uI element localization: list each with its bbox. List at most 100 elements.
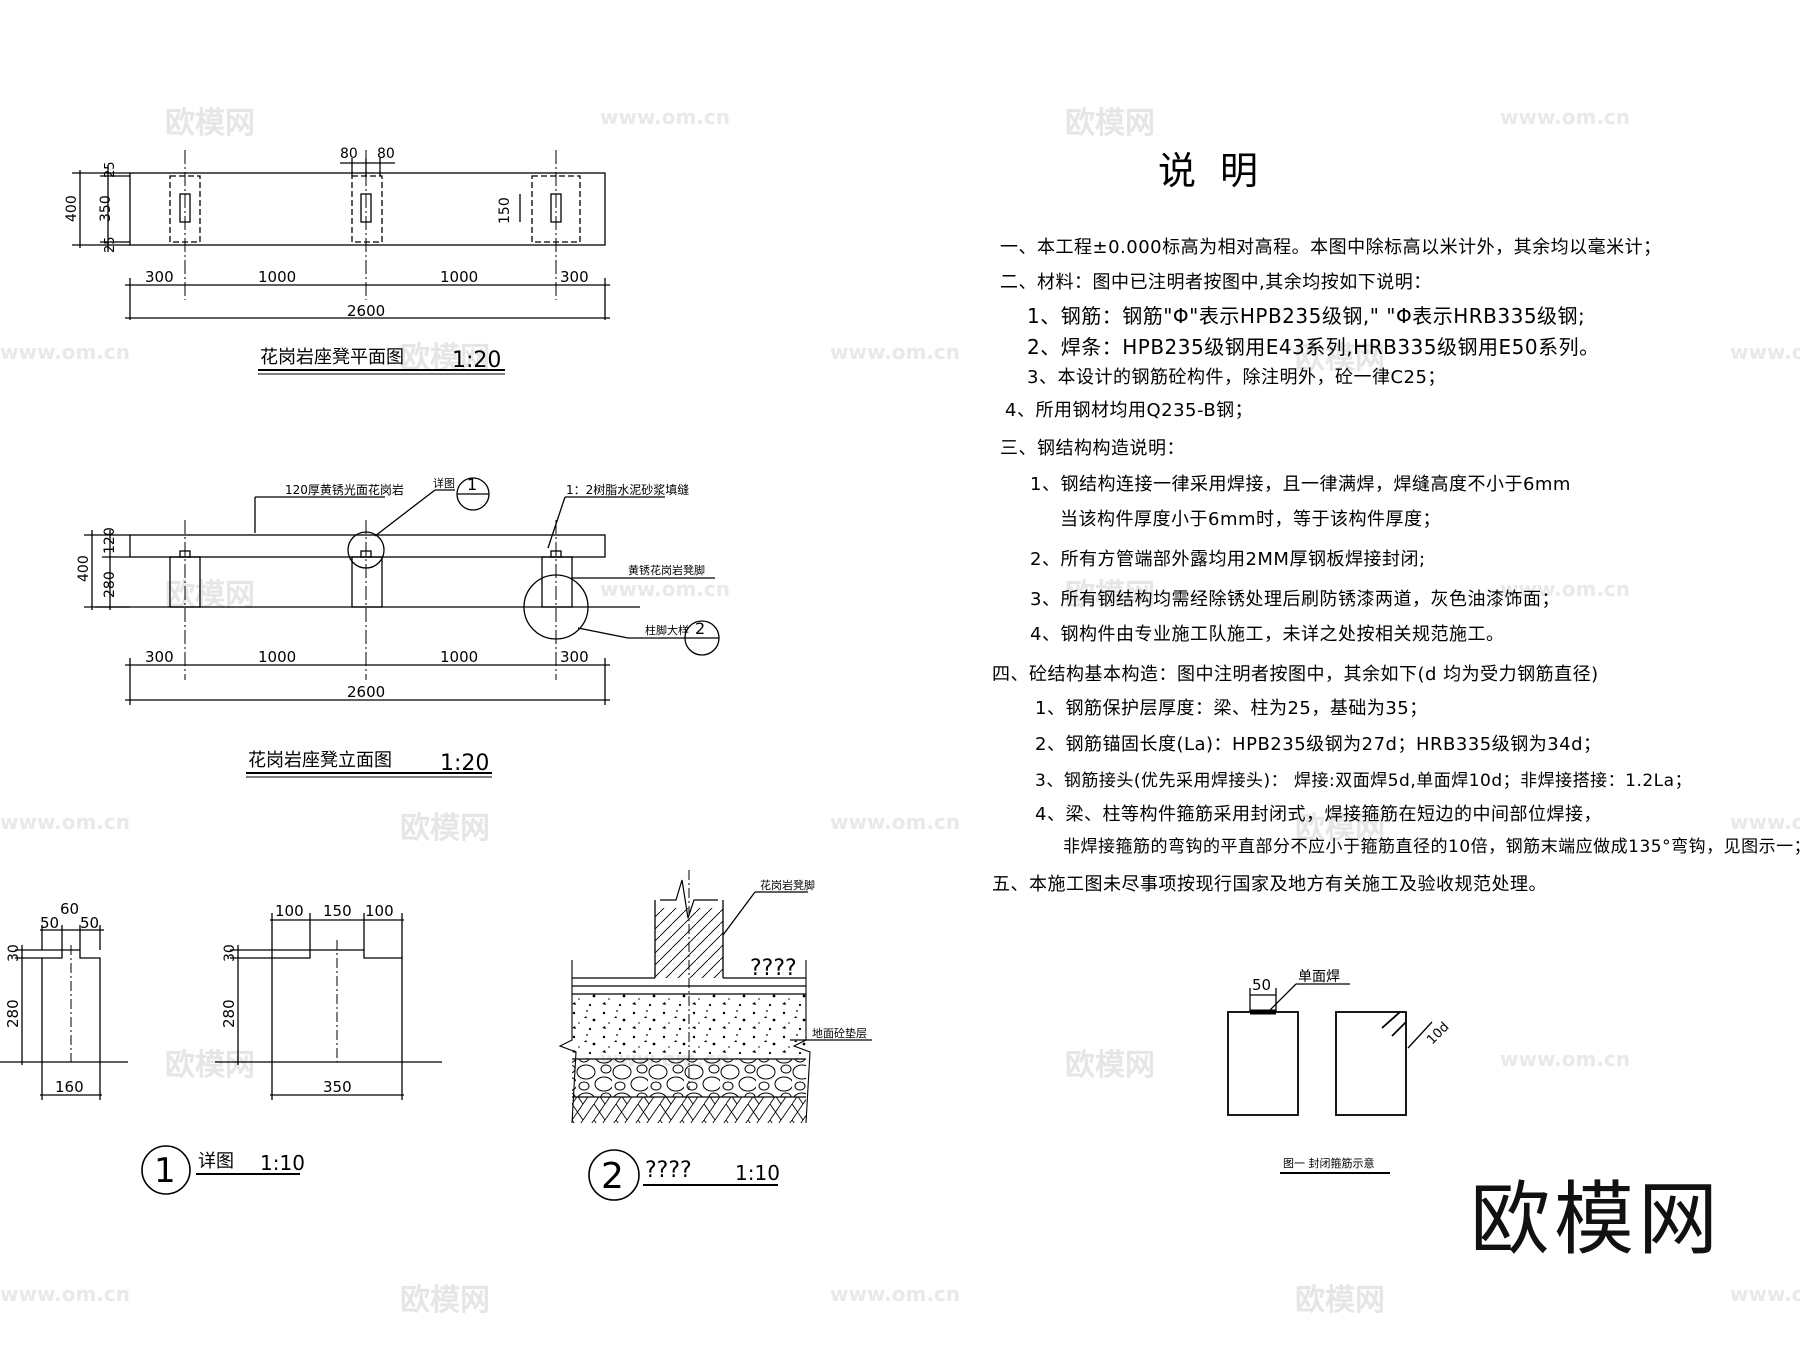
label-mortar: 1：2树脂水泥砂浆填缝 bbox=[566, 482, 689, 497]
elevation-view-title: 花岗岩座凳立面图 bbox=[248, 750, 392, 771]
note-line: 当该构件厚度小于6mm时，等于该构件厚度； bbox=[1060, 509, 1442, 530]
watermark-url: www.om.cn bbox=[600, 105, 731, 129]
dim-text: 1000 bbox=[440, 648, 478, 666]
watermark-brand: 欧模网 bbox=[165, 106, 255, 141]
watermark-url: www.om.cn bbox=[0, 810, 131, 834]
detail-number: 1 bbox=[154, 1151, 176, 1191]
leg-outlines bbox=[169, 175, 581, 243]
label-concrete: 地面砼垫层 bbox=[812, 1026, 867, 1040]
dim-text: 2600 bbox=[347, 302, 385, 320]
stirrup-caption: 图一 封闭箍筋示意 bbox=[1283, 1156, 1375, 1170]
plan-view-title: 花岗岩座凳平面图 bbox=[260, 347, 404, 368]
watermark-brand: 欧模网 bbox=[1065, 106, 1155, 141]
detail-number-circle bbox=[141, 1145, 191, 1195]
dim-text: 80 bbox=[340, 146, 358, 162]
detail-2: 花岗岩凳脚 ???? 地面砼垫层 2 ???? 1:10 bbox=[558, 870, 872, 1201]
dim-text: 400 bbox=[64, 195, 80, 222]
watermark-url: www.om.cn bbox=[1730, 1282, 1800, 1306]
note-line: 2、所有方管端部外露均用2MM厚钢板焊接封闭; bbox=[1030, 549, 1426, 570]
label-footing: 柱脚大样 bbox=[645, 623, 689, 637]
watermark-brand: 欧模网 bbox=[1295, 341, 1385, 376]
dim-text: 300 bbox=[145, 268, 174, 286]
stirrup-figure: 50 单面焊 10d 图一 封闭箍筋示意 bbox=[1227, 969, 1452, 1174]
bench-leg bbox=[541, 556, 573, 608]
note-line: 3、钢筋接头(优先采用焊接头)： 焊接:双面焊5d,单面焊10d；非焊接搭接：1… bbox=[1035, 771, 1693, 791]
note-line: 二、材料：图中已注明者按图中,其余均按如下说明： bbox=[1000, 272, 1432, 293]
detail-number: 2 bbox=[601, 1156, 624, 1197]
label-weld: 单面焊 bbox=[1298, 969, 1340, 985]
note-line: 1、钢筋：钢筋"Φ"表示HPB235级钢," "Φ表示HRB335级钢; bbox=[1027, 304, 1586, 328]
dim-text: 30 bbox=[6, 944, 22, 962]
label-top-slab: 120厚黄锈光面花岗岩 bbox=[285, 482, 404, 497]
dim-text: 300 bbox=[145, 648, 174, 666]
dim-text: 80 bbox=[377, 146, 395, 162]
watermark-url: www.om.cn bbox=[1500, 105, 1631, 129]
watermark-url: www.om.cn bbox=[0, 340, 131, 364]
label-unknown: ???? bbox=[750, 956, 797, 981]
dim-text: 1000 bbox=[440, 268, 478, 286]
note-line: 4、梁、柱等构件箍筋采用封闭式，焊接箍筋在短边的中间部位焊接， bbox=[1035, 804, 1602, 825]
note-line: 五、本施工图未尽事项按现行国家及地方有关施工及验收规范处理。 bbox=[992, 874, 1547, 895]
note-line: 一、本工程±0.000标高为相对高程。本图中除标高以米计外，其余均以毫米计； bbox=[1000, 237, 1662, 258]
watermark-brand: 欧模网 bbox=[1065, 1048, 1155, 1083]
dim-text: 300 bbox=[560, 268, 589, 286]
note-line: 3、所有钢结构均需经除锈处理后刷防锈漆两道，灰色油漆饰面； bbox=[1030, 589, 1560, 610]
watermark-url: www.om.cn bbox=[830, 810, 961, 834]
dim-text: 25 bbox=[103, 161, 118, 178]
dim-text: 120 bbox=[102, 527, 118, 554]
dim-text: 280 bbox=[4, 999, 22, 1028]
watermark-brand: 欧模网 bbox=[1295, 811, 1385, 846]
dim-text: 50 bbox=[80, 914, 99, 932]
dim-text: 1000 bbox=[258, 648, 296, 666]
label-leg: 黄锈花岗岩凳脚 bbox=[628, 563, 705, 577]
watermark-url: www.om.cn bbox=[1730, 340, 1800, 364]
stirrup-welded bbox=[1227, 1011, 1299, 1116]
dim-text: 2600 bbox=[347, 683, 385, 701]
dim-text: 60 bbox=[60, 900, 79, 918]
note-line: 1、钢结构连接一律采用焊接，且一律满焊，焊缝高度不小于6mm bbox=[1030, 474, 1571, 495]
bench-slab bbox=[129, 534, 606, 558]
detail-1-title: 详图 bbox=[198, 1151, 234, 1172]
dim-text: 100 bbox=[365, 902, 394, 920]
plan-view-scale: 1:20 bbox=[452, 348, 501, 373]
detail-callout-circle bbox=[347, 531, 385, 569]
label-leg: 花岗岩凳脚 bbox=[760, 878, 815, 892]
note-line: 非焊接箍筋的弯钩的平直部分不应小于箍筋直径的10倍，钢筋末端应做成135°弯钩，… bbox=[1063, 837, 1800, 857]
note-line: 4、所用钢材均用Q235-B钢； bbox=[1005, 400, 1254, 421]
watermark-url: www.om.cn bbox=[1500, 577, 1631, 601]
dim-text: 160 bbox=[55, 1078, 84, 1096]
note-line: 4、钢构件由专业施工队施工，未详之处按相关规范施工。 bbox=[1030, 624, 1505, 645]
stirrup-hooked bbox=[1335, 1011, 1407, 1116]
detail-2-scale: 1:10 bbox=[735, 1161, 780, 1185]
detail-marker-number: 1 bbox=[467, 475, 477, 494]
watermark-url: www.om.cn bbox=[830, 1282, 961, 1306]
detail-callout-circle bbox=[523, 574, 589, 640]
detail-number-circle bbox=[588, 1149, 640, 1201]
watermark-brand: 欧模网 bbox=[400, 811, 490, 846]
watermark-url: www.om.cn bbox=[830, 340, 961, 364]
bench-top-outline bbox=[129, 172, 606, 246]
dim-text: 350 bbox=[323, 1078, 352, 1096]
brand-watermark: 欧模网 bbox=[1470, 1173, 1722, 1266]
plan-view: 80 80 400 25 350 25 150 300 1000 1000 30… bbox=[64, 146, 610, 375]
dim-text: 50 bbox=[40, 914, 59, 932]
watermark-brand: 欧模网 bbox=[1065, 578, 1155, 613]
watermark-url: www.om.cn bbox=[1730, 810, 1800, 834]
detail-marker-number: 2 bbox=[695, 619, 705, 638]
notes-title: 说明 bbox=[1158, 149, 1283, 193]
note-line: 2、焊条：HPB235级钢用E43系列,HRB335级钢用E50系列。 bbox=[1027, 335, 1600, 359]
dim-text: 1000 bbox=[258, 268, 296, 286]
note-line: 3、本设计的钢筋砼构件，除注明外，砼一律C25； bbox=[1027, 367, 1446, 388]
dim-text: 300 bbox=[560, 648, 589, 666]
dim-text: 30 bbox=[222, 944, 238, 962]
watermark-url: www.om.cn bbox=[600, 577, 731, 601]
elevation-view-scale: 1:20 bbox=[440, 751, 489, 776]
dim-text: 100 bbox=[275, 902, 304, 920]
detail-1: 60 50 50 30 280 160 100 150 100 30 280 3… bbox=[0, 900, 442, 1195]
dim-text: 400 bbox=[76, 555, 92, 582]
note-line: 三、钢结构构造说明： bbox=[1000, 438, 1185, 459]
dim-text: 10d bbox=[1424, 1020, 1452, 1048]
elevation-view: 120厚黄锈光面花岗岩 详图 1 1：2树脂水泥砂浆填缝 黄锈花岗岩凳脚 柱脚大… bbox=[76, 475, 720, 778]
watermark-url: www.om.cn bbox=[1500, 1047, 1631, 1071]
